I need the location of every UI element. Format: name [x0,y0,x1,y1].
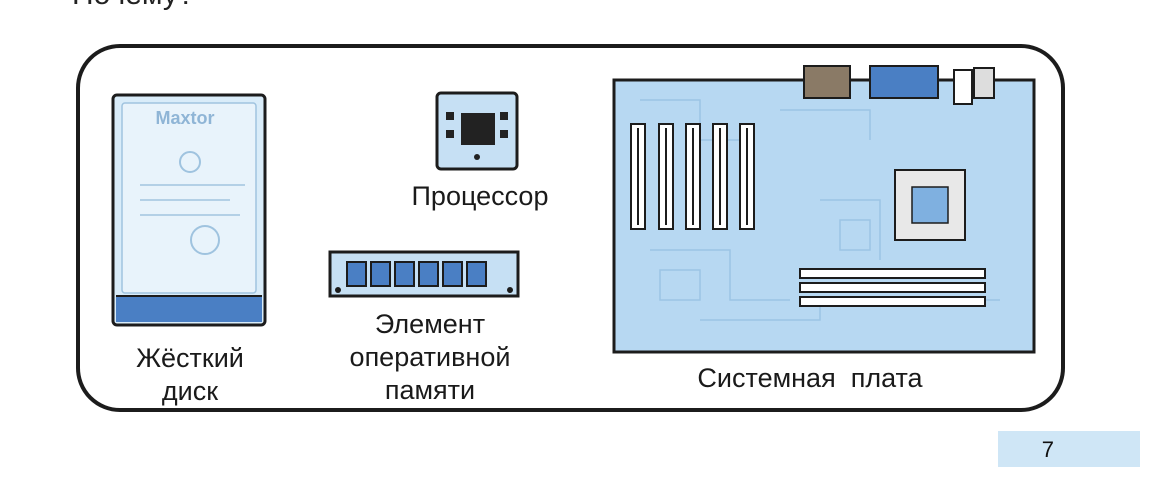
ram-label-line2: оперативной [349,342,511,372]
cpu-label: Процессор [411,181,549,211]
hdd-label-line2: диск [161,376,219,406]
ram-label-line3: памяти [384,375,476,405]
top-cropped-text: Почему? [72,0,195,12]
ram-label-line1: Элемент [374,309,486,339]
page-number: 7 [1041,437,1054,462]
hdd-brand-text: Maxtor [155,108,214,128]
hdd-label: Жёсткий диск [110,342,270,408]
motherboard-label: Системная плата [697,363,923,393]
page-number-badge: 7 [998,431,1140,467]
hdd-label-line1: Жёсткий [136,343,244,373]
ram-label: Элемент оперативной памяти [330,308,530,407]
